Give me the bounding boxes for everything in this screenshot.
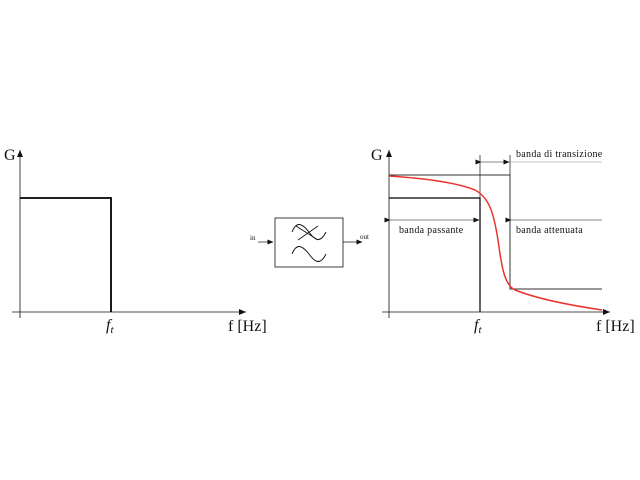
right-ideal-response (389, 197, 481, 312)
filter-box (274, 217, 344, 268)
left-y-axis-label: G (4, 147, 16, 164)
passband-label: banda passante (399, 225, 464, 236)
filter-block: in out (250, 217, 369, 268)
stopband-label: banda attenuata (516, 225, 583, 236)
right-cutoff-label: ft (474, 317, 482, 336)
sine-bottom-icon (291, 246, 327, 262)
transition-band-label: banda di transizione (516, 149, 603, 160)
left-cutoff-label: ft (106, 317, 114, 336)
cross-line-1 (297, 225, 319, 241)
left-plot: G f [Hz] ft (4, 147, 267, 336)
right-plot: banda di transizione banda passante band… (371, 147, 635, 336)
real-response-curve (388, 175, 603, 311)
left-x-axis-label: f [Hz] (228, 318, 267, 335)
output-label: out (360, 233, 369, 241)
right-x-axis-label: f [Hz] (596, 318, 635, 335)
left-ideal-response (20, 197, 112, 312)
transition-envelope (389, 174, 602, 290)
cross-line-2 (295, 225, 319, 241)
input-label: in (250, 234, 256, 242)
right-y-axis-label: G (371, 147, 383, 164)
